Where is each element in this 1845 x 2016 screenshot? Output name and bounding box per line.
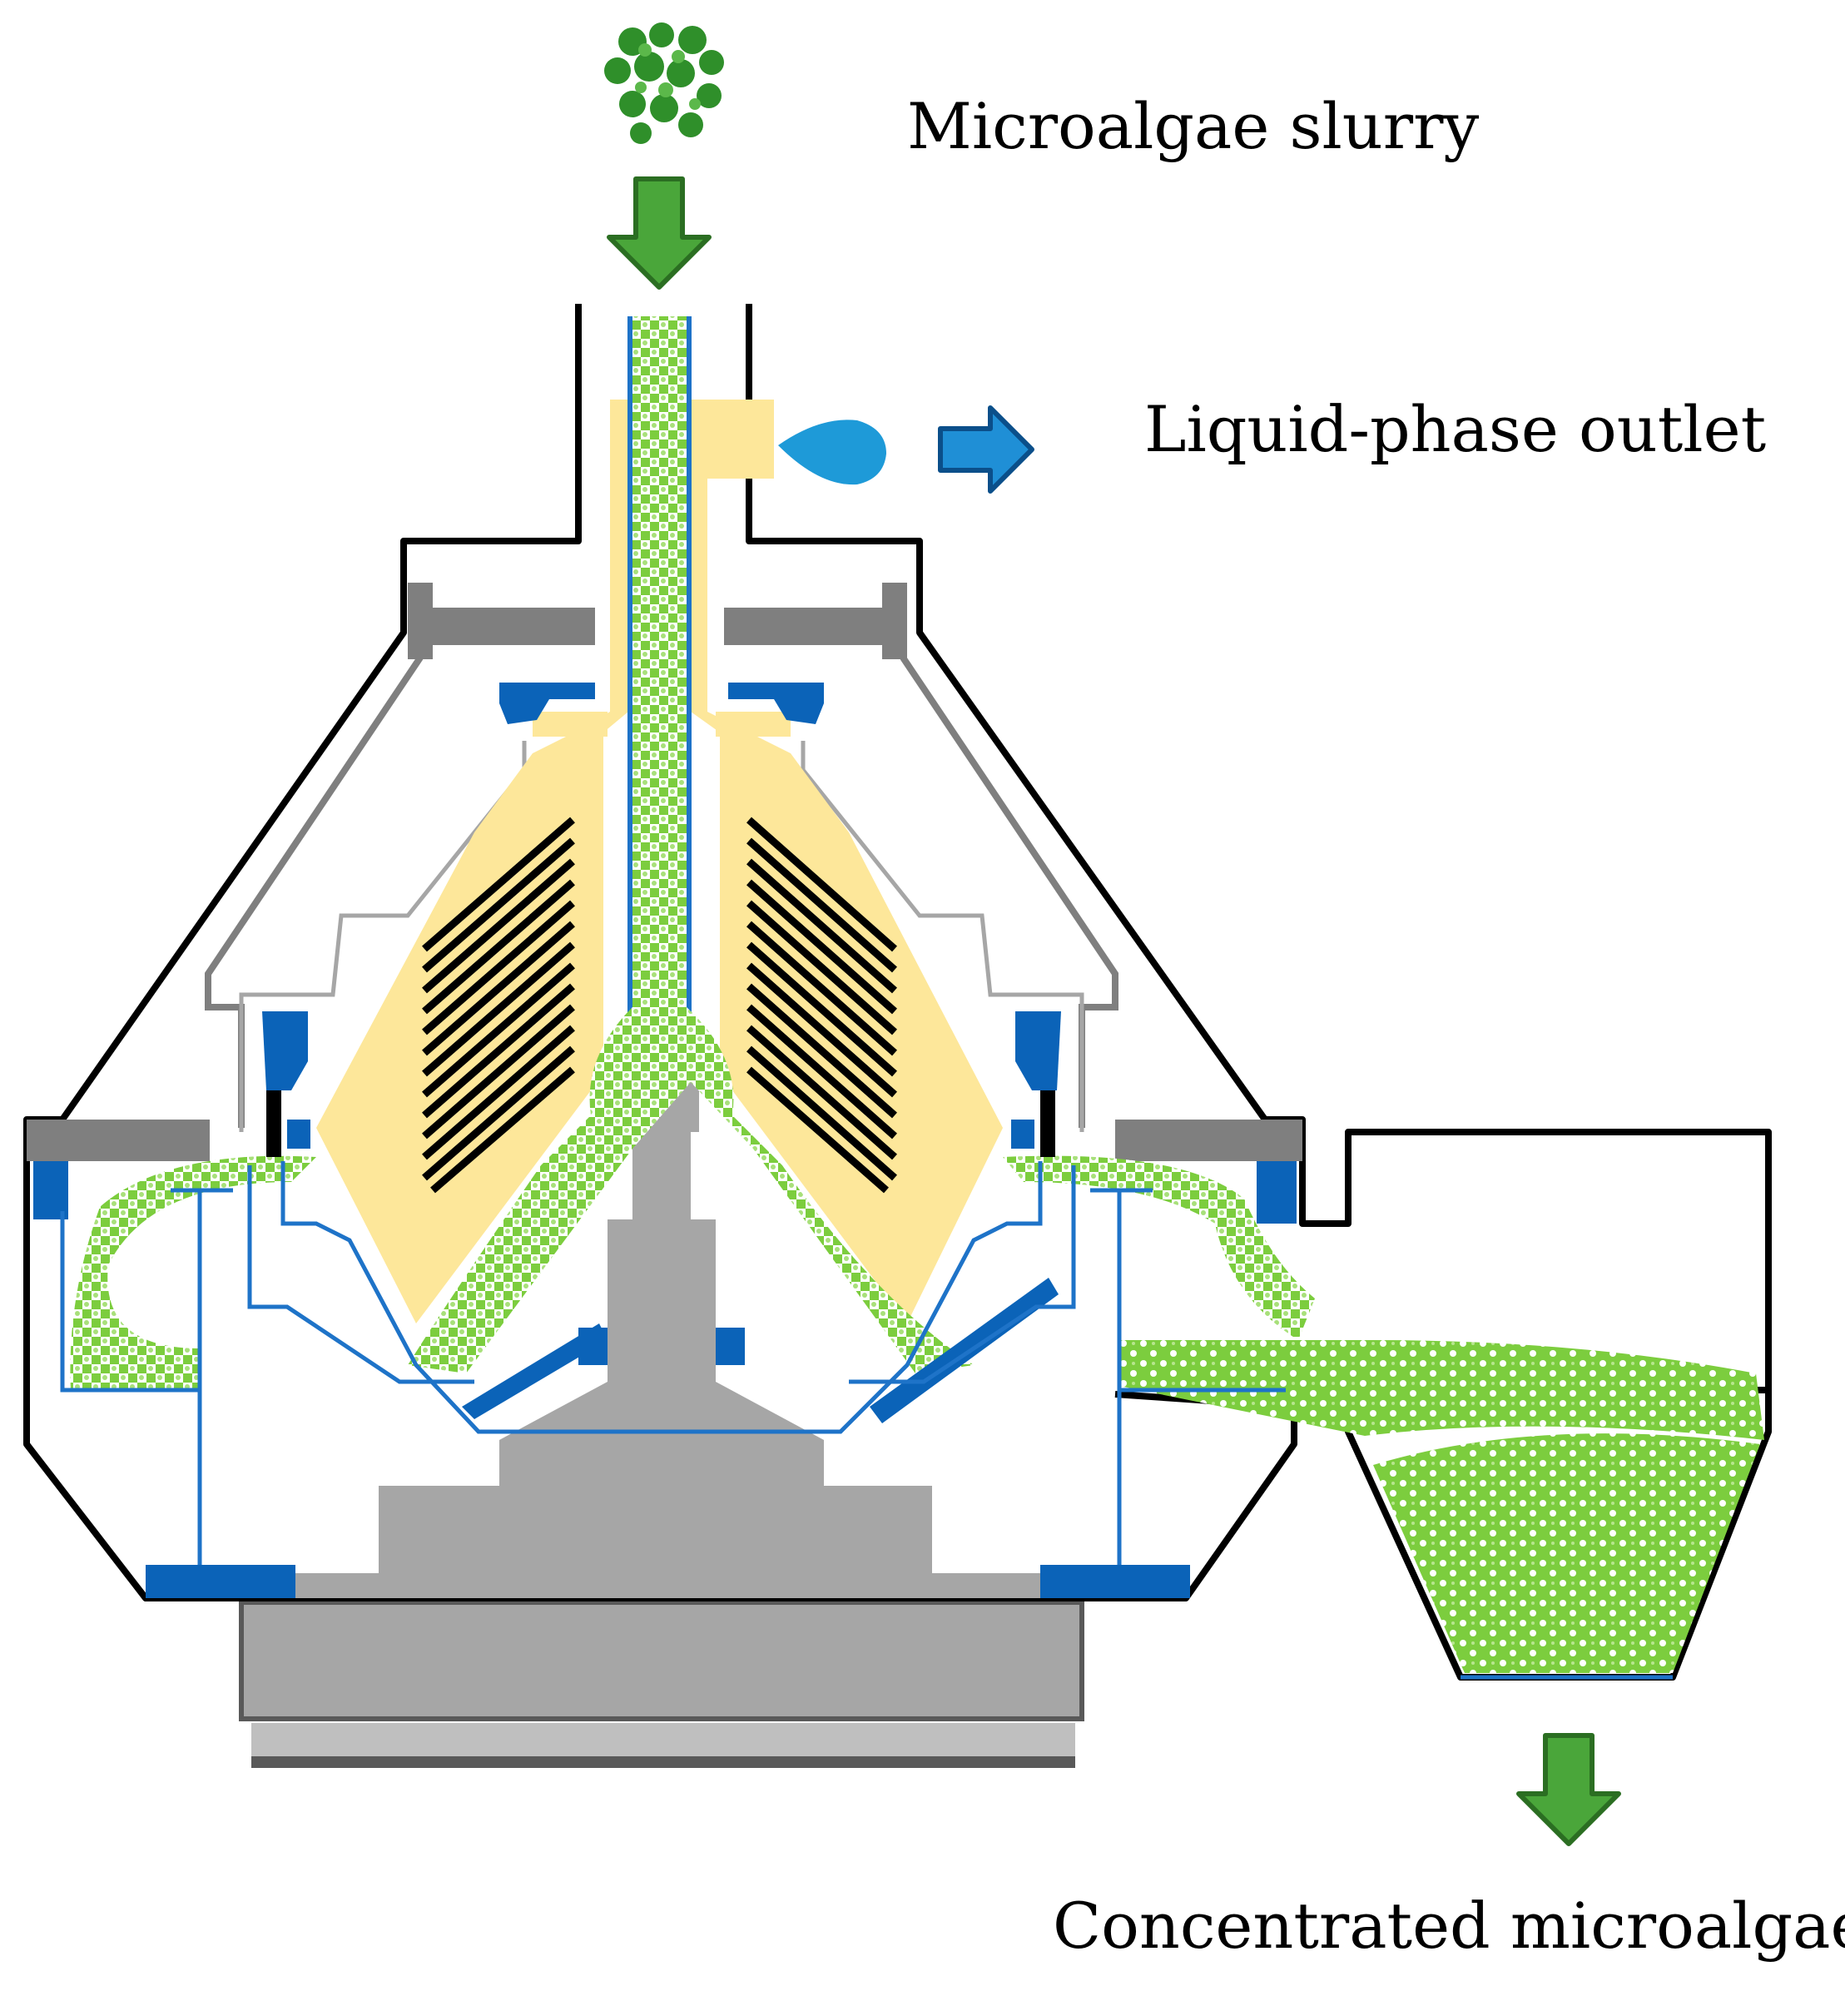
algae-cluster-icon	[604, 22, 724, 144]
inlet-label: Microalgae slurry	[907, 89, 1479, 163]
bowl-inner-lines	[60, 1161, 1286, 1565]
feed-tube	[632, 316, 687, 1015]
algae-discharge-stream	[1119, 1340, 1764, 1440]
liquid-outlet-arrow-icon	[938, 405, 1034, 494]
algae-distribution-flow	[408, 1007, 974, 1373]
liquid-outlet-label: Liquid-phase outlet	[1144, 392, 1766, 466]
disc-plates-right	[746, 817, 897, 1194]
solid-outlet-label: Concentrated microalgae	[1053, 1889, 1845, 1963]
inlet-arrow-icon	[607, 176, 712, 290]
centrifuge-body	[23, 304, 1772, 1768]
concentrated-algae-fill	[1373, 1433, 1760, 1673]
seals	[33, 683, 1297, 1598]
disc-plates-left	[422, 817, 575, 1194]
solid-outlet-arrow-icon	[1516, 1733, 1621, 1846]
water-drop-icon	[778, 420, 886, 485]
bowl-cover	[27, 583, 1302, 1161]
spindle	[291, 1065, 1040, 1598]
